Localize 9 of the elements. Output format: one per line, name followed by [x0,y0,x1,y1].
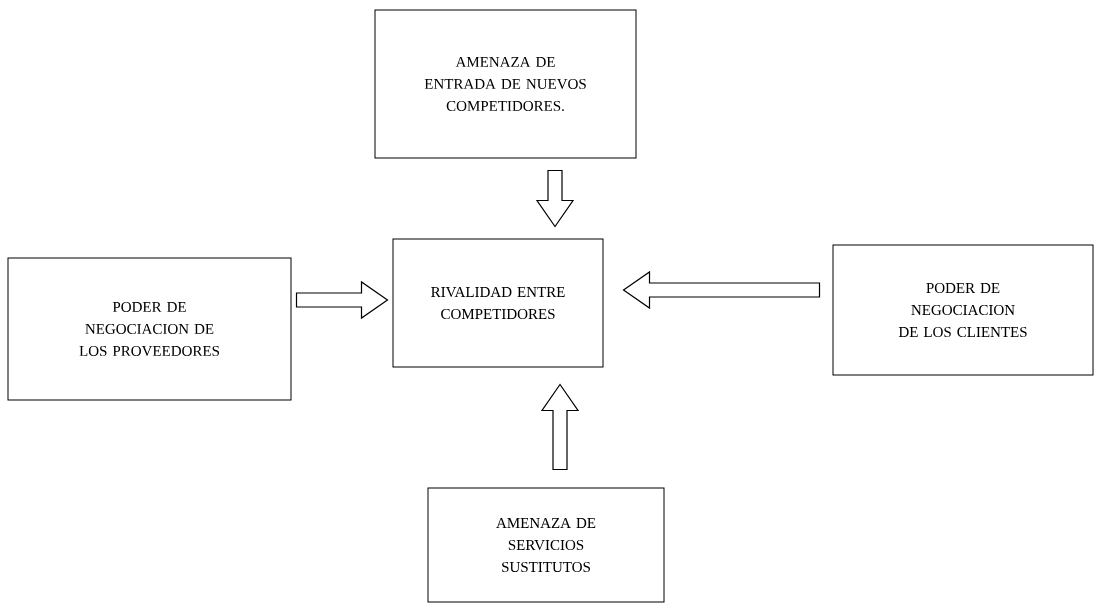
text-box: RIVALIDAD ENTRE COMPETIDORES [392,238,604,368]
block-arrow [535,169,575,228]
block-arrow [540,383,580,471]
text-box: PODER DE NEGOCIACION DE LOS CLIENTES [832,244,1094,376]
text-box: AMENAZA DE ENTRADA DE NUEVOS COMPETIDORES. [374,9,637,159]
text-box: AMENAZA DE SERVICIOS SUSTITUTOS [427,487,665,603]
block-arrow [622,270,821,310]
block-arrow [295,280,389,320]
text-box: PODER DE NEGOCIACION DE LOS PROVEEDORES [7,257,292,401]
